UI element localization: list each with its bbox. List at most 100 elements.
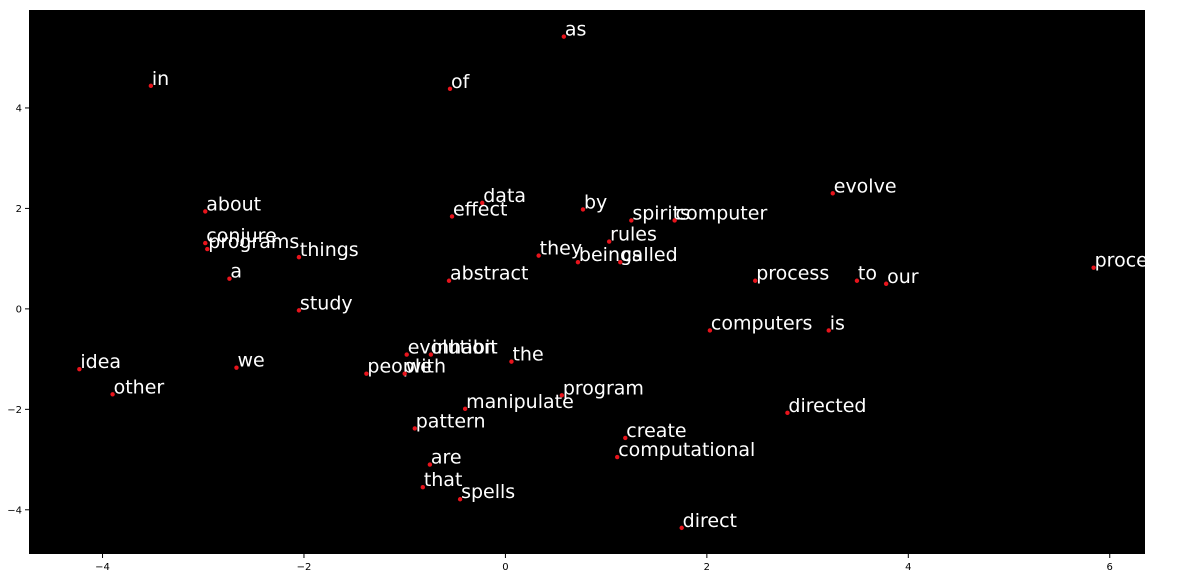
point-label: called [621,244,677,266]
data-point [420,484,426,490]
point-label: to [858,263,877,285]
point-label: spells [461,481,515,503]
point-label: idea [80,351,121,373]
point-label: beings [579,244,642,266]
data-point [234,365,239,370]
data-point [672,218,677,223]
x-tick-label: 6 [1107,562,1113,573]
point-label: as [565,19,587,41]
point-label: inhabit [432,337,498,359]
point-label: of [451,71,471,93]
point-label: are [431,447,462,469]
point-label: about [206,193,261,215]
point-label: we [237,350,264,372]
data-point [227,276,232,281]
data-point [1091,265,1096,270]
point-label: in [152,68,169,90]
data-point [447,86,453,92]
y-tick-label: −4 [7,505,22,516]
point-label: program [563,377,644,399]
data-point [446,278,452,283]
point-label: data [483,185,526,207]
y-tick-label: 0 [16,304,22,315]
data-point [77,366,82,372]
point-label: with [406,356,446,378]
data-point [427,462,433,467]
data-point [826,328,831,333]
point-label: abstract [450,263,528,285]
point-label: directed [788,395,866,417]
data-point [629,218,634,223]
data-point [205,246,210,252]
point-label: our [887,266,919,288]
data-point [364,371,369,376]
point-label: is [830,312,845,334]
x-tick-label: 0 [502,562,508,573]
x-tick-label: −4 [95,562,110,573]
point-label: by [584,191,607,213]
data-point [148,83,154,89]
point-label: they [540,238,582,260]
data-point [203,240,208,246]
point-label: things [300,239,359,261]
point-label: processes [1095,250,1190,272]
data-point [575,259,581,265]
point-label: direct [683,510,737,532]
data-point [623,435,628,441]
data-point [457,497,463,502]
data-point [536,253,541,258]
point-label: the [512,344,543,366]
x-tick-label: −2 [297,562,312,573]
data-point [480,200,485,206]
data-point [402,371,407,376]
data-point [110,392,115,397]
data-point [883,281,889,286]
point-label: evolve [834,175,897,197]
x-tick-label: 4 [905,562,911,573]
data-point [679,525,684,531]
point-label: computational [618,439,755,461]
y-tick-label: 4 [16,103,22,114]
point-label: programs [208,231,299,253]
x-tick-label: 2 [704,562,710,573]
x-axis: −4 −2 0 2 4 6 [95,554,1113,573]
data-point [509,359,514,364]
y-tick-label: 2 [16,204,22,215]
data-point [580,207,586,212]
data-point [561,34,567,39]
data-point [449,214,455,219]
point-label: effect [453,198,507,220]
data-point [606,239,612,244]
point-label: that [424,469,463,491]
point-label: create [626,420,686,442]
data-point [428,352,434,357]
data-point [753,278,758,283]
data-point [412,426,417,431]
point-label: study [300,292,353,314]
point-label: process [756,263,829,285]
data-point [785,410,790,416]
point-label: manipulate [466,391,574,413]
data-point [854,278,860,283]
data-point [830,191,835,196]
point-label: people [367,356,431,378]
point-label: other [114,376,165,398]
data-point [203,209,208,214]
data-point [462,406,468,412]
data-point [404,352,409,357]
point-label: rules [610,224,657,246]
point-label: pattern [416,410,486,432]
data-point [559,393,565,398]
point-label: computers [711,312,813,334]
point-label: a [230,261,242,283]
data-point [618,259,623,265]
point-label: computer [676,202,768,224]
data-point [296,308,302,313]
y-axis: −4 −2 0 2 4 [7,103,29,516]
plot-area [29,10,1145,554]
point-label: conjure [206,225,277,247]
y-tick-label: −2 [7,405,22,416]
data-point [296,254,302,260]
